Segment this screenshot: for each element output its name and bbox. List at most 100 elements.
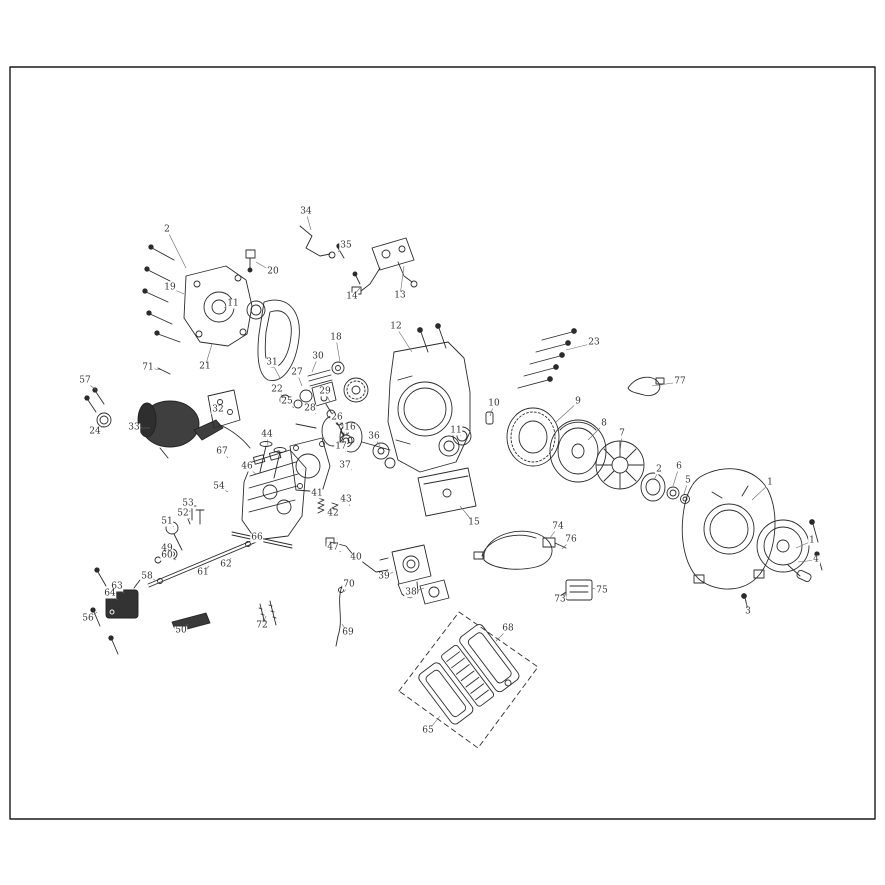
part-callout-3: 3	[744, 606, 752, 617]
part-callout-74: 74	[551, 521, 565, 532]
part-callout-20: 20	[266, 266, 280, 277]
part-callout-11: 11	[449, 425, 463, 436]
part-callout-2: 2	[655, 464, 663, 475]
breather-hose	[335, 585, 344, 647]
part-callout-2: 2	[163, 224, 171, 235]
part-callout-36: 36	[367, 431, 381, 442]
part-callout-34: 34	[299, 206, 313, 217]
part-callout-12: 12	[389, 321, 403, 332]
cover-gasket	[257, 299, 300, 381]
part-callout-56: 56	[81, 613, 95, 624]
blower-housing	[681, 468, 776, 590]
part-callout-4: 4	[812, 554, 820, 565]
part-callout-23: 23	[587, 337, 601, 348]
part-callout-33: 33	[127, 422, 141, 433]
part-callout-19: 19	[163, 282, 177, 293]
part-callout-67: 67	[215, 446, 229, 457]
part-callout-32: 32	[211, 404, 225, 415]
part-callout-63: 63	[110, 581, 124, 592]
long-bolt-set	[517, 328, 577, 389]
part-callout-7: 7	[618, 428, 626, 439]
part-callout-47: 47	[326, 542, 340, 553]
air-cleaner-assembly	[398, 611, 539, 749]
muffler-heat-shield	[207, 389, 241, 429]
part-callout-15: 15	[467, 517, 481, 528]
part-callout-27: 27	[290, 367, 304, 378]
oil-sensor	[351, 237, 418, 295]
part-callout-51: 51	[160, 516, 174, 527]
part-callout-73: 73	[553, 594, 567, 605]
part-callout-64: 64	[103, 588, 117, 599]
part-callout-9: 9	[574, 396, 582, 407]
part-callout-46: 46	[240, 461, 254, 472]
starter-cup	[640, 472, 690, 504]
part-callout-52: 52	[176, 508, 190, 519]
part-callout-65: 65	[421, 725, 435, 736]
part-callout-18: 18	[329, 332, 343, 343]
part-callout-57: 57	[78, 375, 92, 386]
stop-switch	[559, 579, 593, 601]
carb-insulator	[419, 579, 450, 605]
part-callout-50: 50	[174, 625, 188, 636]
part-callout-35: 35	[339, 240, 353, 251]
part-callout-11: 11	[226, 298, 240, 309]
part-callout-76: 76	[564, 534, 578, 545]
part-callout-26: 26	[330, 412, 344, 423]
crankcase-cover	[183, 265, 266, 347]
part-callout-43: 43	[339, 494, 353, 505]
starter-ring-gear	[506, 407, 560, 467]
cylinder-block	[387, 323, 471, 473]
spark-plug	[245, 249, 256, 273]
part-callout-13: 13	[393, 290, 407, 301]
part-callout-39: 39	[377, 571, 391, 582]
muffler	[137, 400, 251, 459]
part-callout-49: 49	[160, 543, 174, 554]
part-callout-60: 60	[160, 550, 174, 561]
rocker-shaft	[147, 537, 260, 588]
valves	[259, 441, 287, 479]
part-callout-40: 40	[349, 552, 363, 563]
part-callout-38: 38	[404, 587, 418, 598]
diagram-border	[9, 66, 876, 820]
part-callout-66: 66	[250, 532, 264, 543]
part-callout-53: 53	[181, 498, 195, 509]
part-callout-58: 58	[140, 571, 154, 582]
part-callout-1: 1	[766, 477, 774, 488]
leader-line-2	[166, 229, 187, 269]
part-callout-70: 70	[342, 579, 356, 590]
part-callout-21: 21	[198, 361, 212, 372]
part-callout-31: 31	[265, 357, 279, 368]
part-callout-71: 71	[141, 362, 155, 373]
leader-line-13	[399, 265, 405, 297]
part-callout-17: 17	[334, 441, 348, 452]
part-callout-30: 30	[311, 351, 325, 362]
part-callout-44: 44	[260, 429, 274, 440]
part-callout-5: 5	[684, 475, 692, 486]
recoil-starter	[756, 519, 812, 583]
cover-bolts	[142, 244, 181, 375]
pulser-wire	[627, 376, 665, 397]
part-callout-72: 72	[255, 620, 269, 631]
part-callout-29: 29	[318, 386, 332, 397]
part-callout-16: 16	[343, 422, 357, 433]
part-callout-24: 24	[88, 426, 102, 437]
governor-gears	[372, 442, 396, 469]
part-callout-28: 28	[303, 403, 317, 414]
part-callout-69: 69	[341, 627, 355, 638]
bottom-left-bolts	[90, 607, 119, 655]
head-gasket	[289, 437, 331, 493]
part-callout-37: 37	[338, 460, 352, 471]
part-callout-25: 25	[280, 396, 294, 407]
camshaft-gear	[331, 361, 369, 403]
cylinder-head	[241, 449, 307, 541]
part-callout-10: 10	[487, 398, 501, 409]
part-callout-61: 61	[196, 567, 210, 578]
part-callout-68: 68	[501, 623, 515, 634]
part-callout-54: 54	[212, 481, 226, 492]
part-callout-8: 8	[600, 418, 608, 429]
carburetor	[359, 544, 432, 599]
part-callout-42: 42	[326, 508, 340, 519]
